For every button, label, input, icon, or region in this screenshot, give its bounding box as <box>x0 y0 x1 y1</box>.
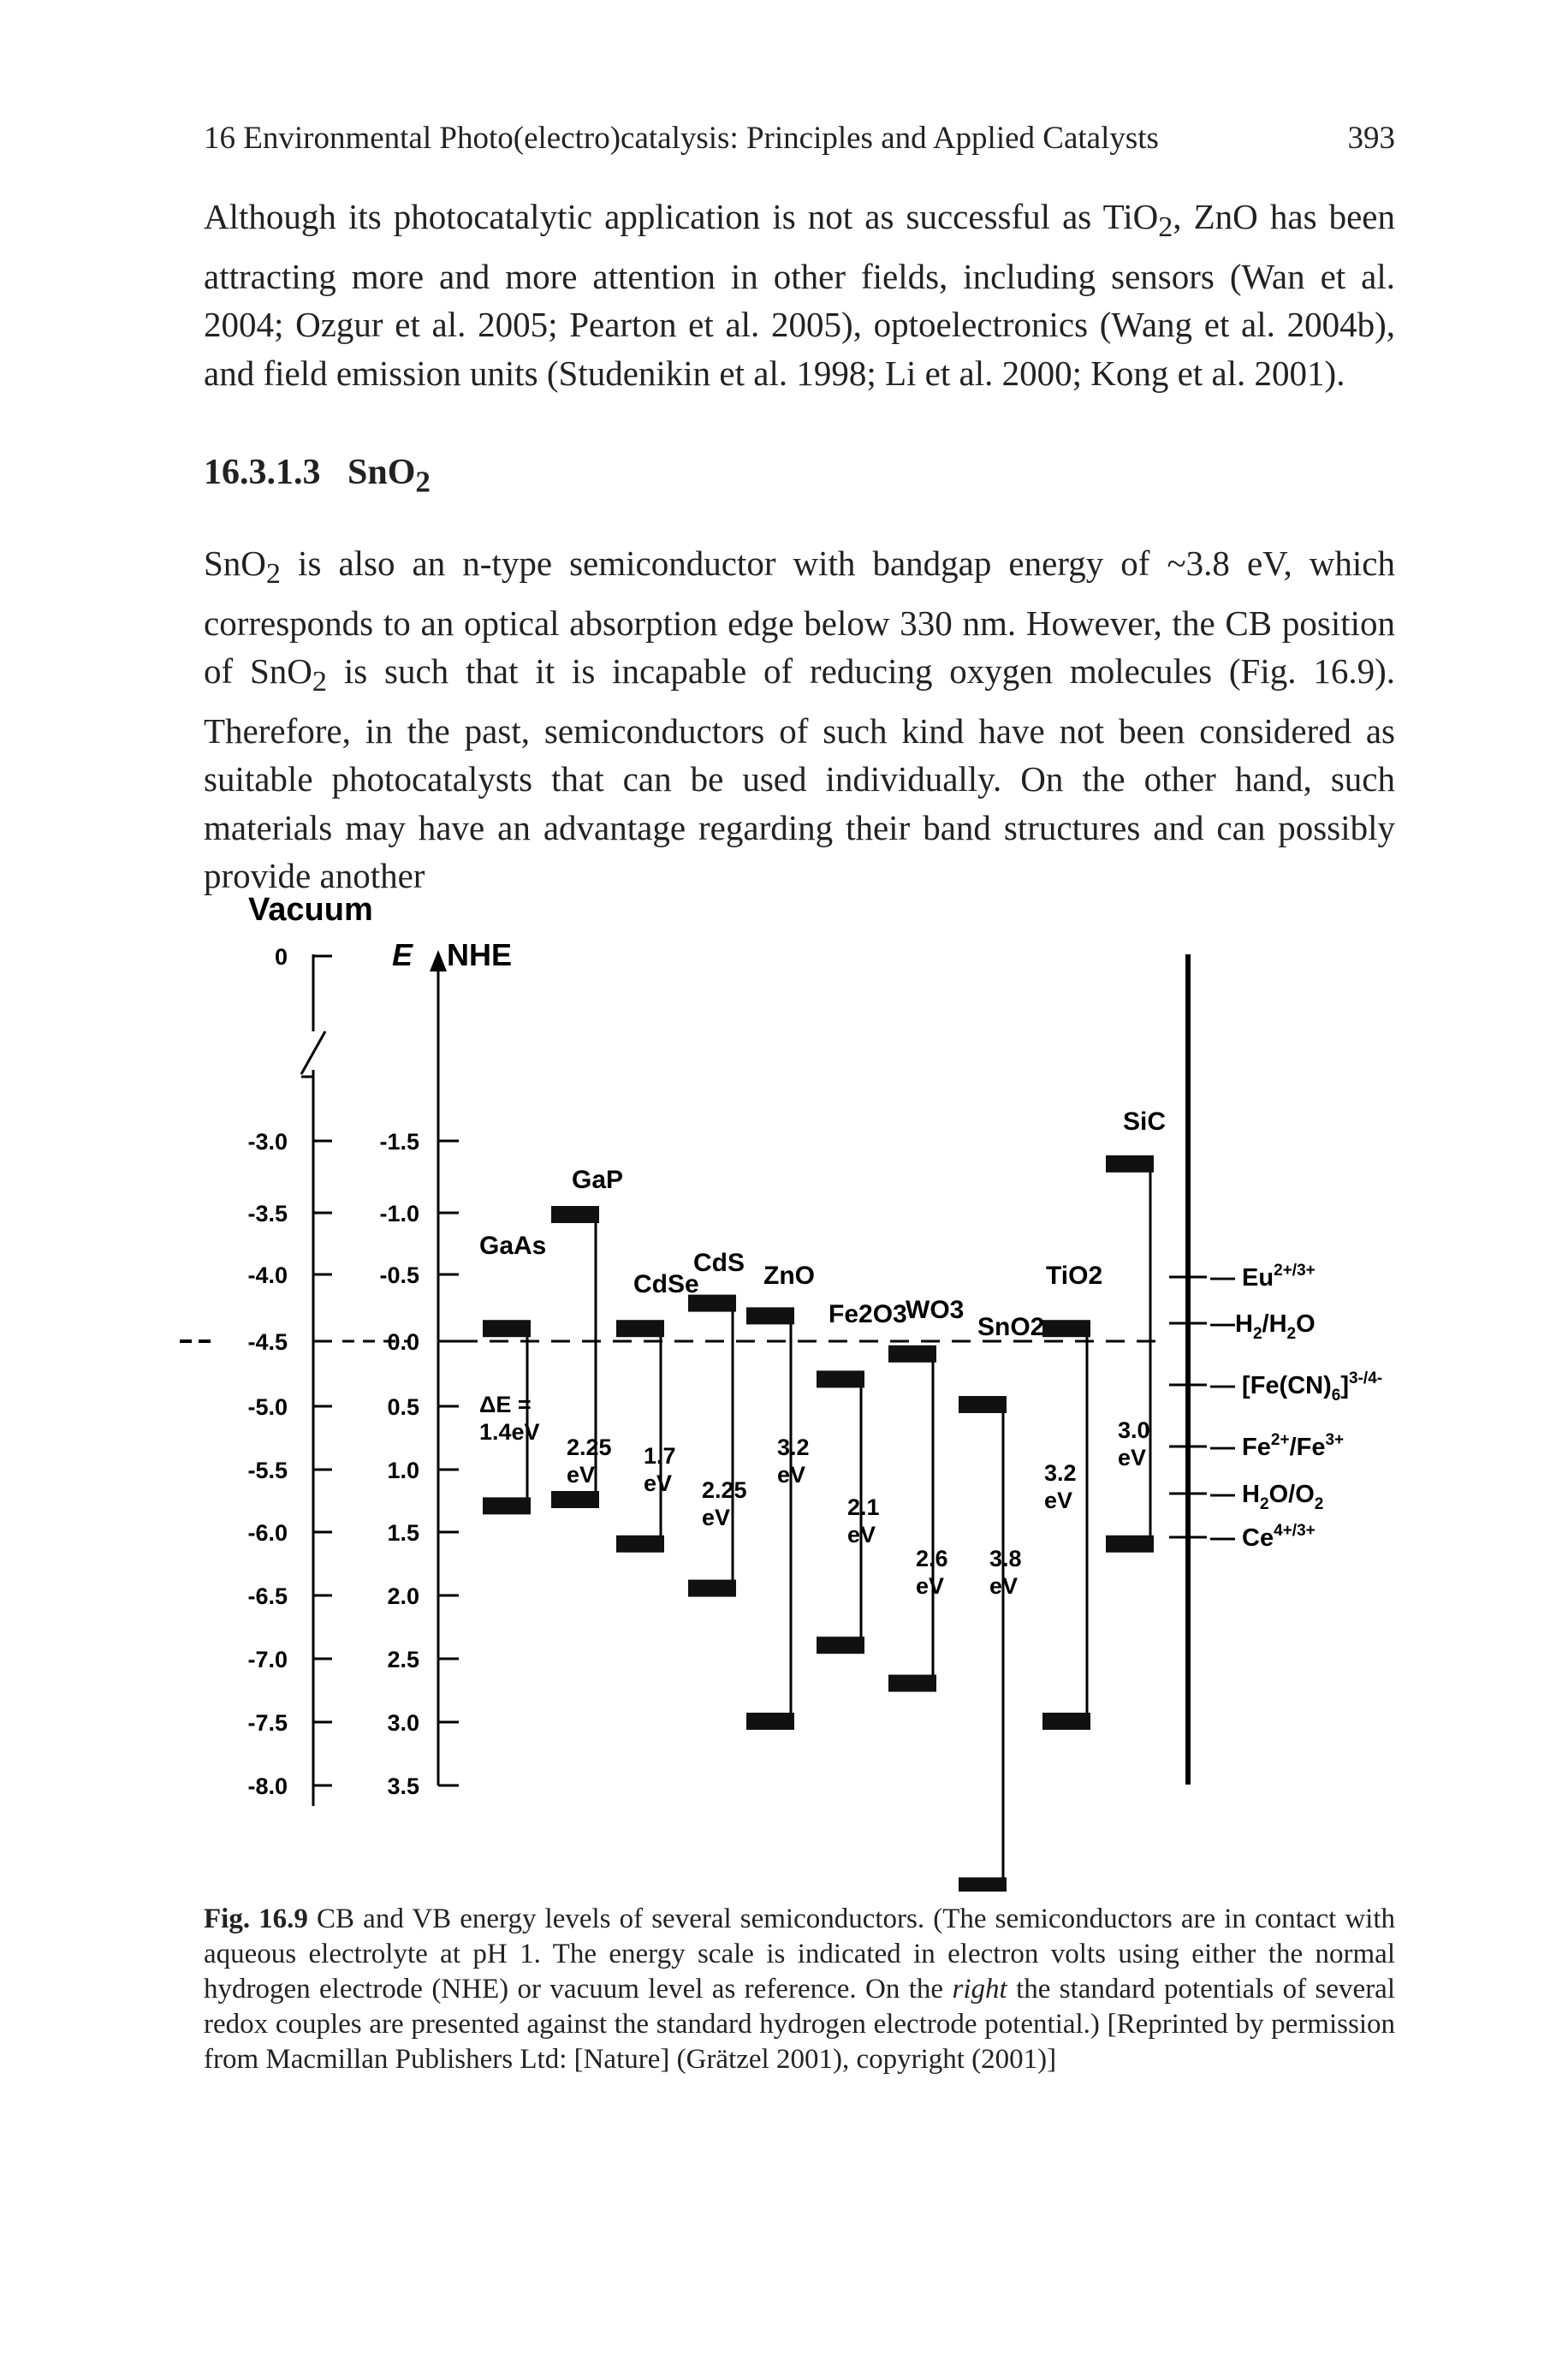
vacuum-tick-label: -4.5 <box>247 1329 288 1355</box>
conduction-band-bar <box>746 1307 794 1325</box>
nhe-ticks <box>438 1139 459 1787</box>
nhe-tick-label: 0.5 <box>387 1394 419 1420</box>
semiconductor-name: WO3 <box>906 1296 964 1324</box>
redox-couples: — Eu2+/3+ —H2/H2O — [Fe(CN)6]3-/4- — Fe2… <box>1169 1262 1382 1552</box>
valence-band-bar <box>817 1636 864 1654</box>
axis-energy-label: E <box>392 937 413 972</box>
conduction-band-bar <box>551 1206 599 1223</box>
semiconductor-name: ZnO <box>763 1262 815 1290</box>
conduction-band-bar <box>688 1294 736 1312</box>
vacuum-tick-label: -7.5 <box>247 1710 288 1736</box>
vacuum-tick-label: -3.5 <box>247 1201 288 1227</box>
vacuum-label: Vacuum <box>248 892 373 928</box>
conduction-band-bar <box>817 1370 864 1388</box>
conduction-band-bar <box>483 1320 531 1338</box>
valence-band-bar <box>1106 1535 1154 1553</box>
vacuum-tick-label: -7.0 <box>247 1647 288 1672</box>
semiconductor-name: TiO2 <box>1046 1262 1102 1290</box>
valence-band-bar <box>888 1674 936 1692</box>
running-header: 16 Environmental Photo(electro)catalysis… <box>204 120 1395 159</box>
semiconductor-name: SnO2 <box>977 1313 1044 1341</box>
semiconductor-name: CdSe <box>633 1270 699 1298</box>
nhe-tick-label: 2.0 <box>387 1583 419 1609</box>
vacuum-tick-label: -5.5 <box>247 1458 288 1483</box>
nhe-tick-label: 2.5 <box>387 1647 419 1672</box>
redox-h2o: — H2O/O2 <box>1210 1481 1323 1513</box>
redox-fe: — Fe2+/Fe3+ <box>1210 1431 1344 1461</box>
nhe-tick-label: 3.5 <box>387 1773 419 1799</box>
nhe-tick-label: 3.0 <box>387 1710 419 1736</box>
caption-label: Fig. 16.9 <box>204 1904 308 1934</box>
valence-band-bar <box>1042 1713 1090 1730</box>
nhe-tick-label: -0.5 <box>379 1262 419 1288</box>
conduction-band-bar <box>888 1345 936 1363</box>
semiconductor-gaas: GaAs ΔE =1.4eV <box>479 1232 546 1515</box>
semiconductor-name: CdS <box>693 1249 745 1277</box>
figure-caption: Fig. 16.9 CB and VB energy levels of sev… <box>204 1902 1395 2077</box>
vacuum-tick-label: -8.0 <box>247 1773 288 1799</box>
vacuum-tick-label: -3.0 <box>247 1129 288 1155</box>
bandgap-label: ΔE =1.4eV <box>479 1392 540 1445</box>
valence-band-bar <box>688 1579 736 1597</box>
redox-fecn: — [Fe(CN)6]3-/4- <box>1210 1369 1382 1405</box>
semiconductor-name: SiC <box>1123 1108 1166 1136</box>
nhe-tick-label: 1.0 <box>387 1458 419 1483</box>
axis-unit-label: NHE <box>447 937 512 972</box>
vacuum-tick-label: -4.0 <box>247 1262 288 1288</box>
vacuum-ticks <box>313 954 332 1787</box>
vacuum-tick-label: -5.0 <box>247 1394 288 1420</box>
band-energy-figure: Vacuum 0 -3.0 -3.5 -4.0 -4.5 -5.0 <box>180 892 1382 1892</box>
page-number: 393 <box>1347 121 1396 156</box>
semiconductor-name: GaAs <box>479 1232 546 1260</box>
vacuum-tick-label: -6.5 <box>247 1583 288 1609</box>
valence-band-bar <box>746 1713 794 1730</box>
vacuum-tick-label: 0 <box>275 944 288 970</box>
conduction-band-bar <box>959 1396 1007 1413</box>
valence-band-bar <box>959 1877 1007 1892</box>
nhe-tick-label: -1.5 <box>379 1129 419 1155</box>
valence-band-bar <box>616 1535 664 1553</box>
semiconductor-name: Fe2O3 <box>829 1300 907 1328</box>
valence-band-bar <box>483 1497 531 1515</box>
nhe-tick-label: 1.5 <box>387 1520 419 1546</box>
body-paragraph-2: SnO2 is also an n-type semiconductor wit… <box>204 544 1395 896</box>
body-paragraph-1: Although its photocatalytic application … <box>204 197 1396 393</box>
redox-h2: —H2/H2O <box>1210 1310 1316 1343</box>
caption-text: CB and VB energy levels of several semic… <box>204 1904 1396 2075</box>
conduction-band-bar <box>616 1320 664 1338</box>
valence-band-bar <box>551 1491 599 1508</box>
conduction-band-bar <box>1042 1320 1090 1338</box>
axis-break <box>300 1031 327 1075</box>
chapter-title: 16 Environmental Photo(electro)catalysis… <box>204 121 1159 156</box>
nhe-tick-label: -1.0 <box>379 1201 419 1227</box>
conduction-band-bar <box>1106 1155 1154 1173</box>
semiconductor-name: GaP <box>572 1166 623 1194</box>
section-heading: 16.3.1.3 SnO2 <box>204 453 431 499</box>
redox-ce: — Ce4+/3+ <box>1210 1522 1316 1552</box>
vacuum-tick-label: -6.0 <box>247 1520 288 1546</box>
nhe-arrow-icon <box>430 950 447 971</box>
redox-eu: — Eu2+/3+ <box>1210 1262 1316 1292</box>
